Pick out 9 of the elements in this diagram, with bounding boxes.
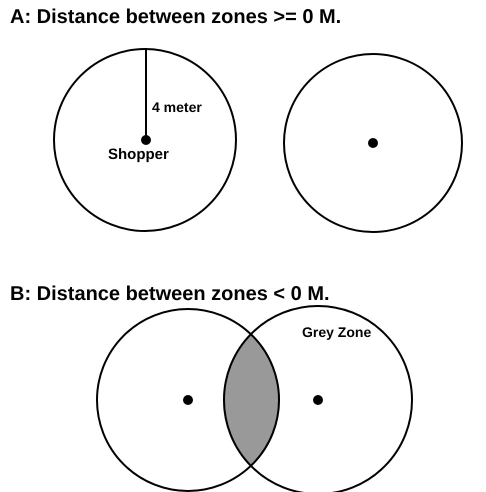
dimension-label: 4 meter (152, 99, 202, 115)
node-label: Shopper (108, 146, 169, 163)
zone-circle (96, 308, 280, 492)
zone-circle (223, 305, 413, 492)
heading: B: Distance between zones < 0 M. (10, 283, 330, 306)
zone-circle (283, 53, 463, 233)
heading: A: Distance between zones >= 0 M. (10, 6, 342, 29)
zone-circle (53, 48, 237, 232)
region-label: Grey Zone (302, 324, 372, 340)
